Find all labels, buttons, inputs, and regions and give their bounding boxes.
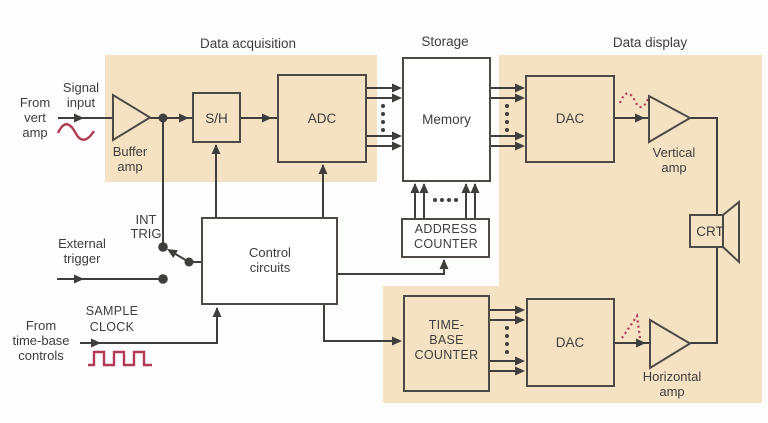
timebase-counter-block (403, 295, 490, 392)
svg-text:CLOCK: CLOCK (90, 320, 135, 334)
external-trigger-label: External trigger (58, 236, 106, 266)
from-vert-amp-label: From vert amp (20, 95, 50, 140)
svg-text:From: From (20, 95, 50, 110)
adc-to-memory-bus (366, 83, 402, 151)
int-trig-label: INT TRIG (130, 212, 161, 241)
timebase-counter-label: TIME- BASE COUNTER (415, 318, 479, 362)
svg-text:External: External (58, 236, 106, 251)
svg-text:amp: amp (117, 159, 142, 174)
sine-wave-icon (56, 123, 96, 141)
svg-text:input: input (67, 95, 96, 110)
svg-text:trigger: trigger (64, 251, 102, 266)
svg-text:COUNTER: COUNTER (415, 348, 479, 362)
dac-vertical-block (525, 75, 615, 163)
dac-vertical-label: DAC (556, 111, 585, 126)
control-circuits-block (201, 217, 338, 305)
svg-text:amp: amp (22, 125, 47, 140)
buffer-amp-triangle (112, 93, 152, 142)
address-counter-block (401, 218, 490, 258)
sample-clock-label: SAMPLE CLOCK (86, 304, 139, 334)
control-circuits-label: Control circuits (249, 245, 291, 275)
svg-text:BASE: BASE (429, 333, 464, 347)
signal-input-label: Signal input (63, 80, 99, 110)
section-title-storage: Storage (421, 34, 468, 49)
memory-label: Memory (422, 112, 471, 127)
section-title-data-display: Data display (613, 35, 688, 50)
memory-to-dac-bus (490, 83, 525, 151)
svg-text:COUNTER: COUNTER (414, 237, 478, 251)
dac-to-vertical-amp-wire (614, 113, 649, 123)
crt-label: CRT (696, 224, 724, 239)
sample-hold-label: S/H (205, 111, 228, 126)
address-counter-to-memory-bus (410, 183, 480, 219)
vertical-amp-triangle (648, 94, 693, 144)
timebase-to-dac-bus (489, 305, 525, 376)
from-timebase-controls-label: From time-base controls (12, 318, 69, 363)
horizontal-amp-label: Horizontal amp (643, 369, 702, 399)
control-to-sh-wire (211, 144, 221, 218)
svg-text:amp: amp (659, 384, 684, 399)
vertical-amp-label: Vertical amp (653, 145, 696, 175)
adc-label: ADC (308, 111, 337, 126)
control-to-adc-wire (318, 164, 328, 218)
external-trigger-wire (57, 274, 168, 284)
section-title-data-acquisition: Data acquisition (200, 36, 296, 51)
vertical-amp-to-crt-wire (690, 117, 718, 215)
svg-text:time-base: time-base (12, 333, 69, 348)
signal-input-wire (58, 113, 113, 123)
svg-text:Signal: Signal (63, 80, 99, 95)
buffer-amp-label: Buffer amp (113, 144, 148, 174)
svg-text:From: From (26, 318, 56, 333)
sh-to-adc-wire (240, 113, 278, 123)
svg-text:controls: controls (18, 348, 64, 363)
dotted-ramp-wave-icon (621, 313, 642, 339)
sample-hold-block (192, 92, 241, 143)
svg-text:ADDRESS: ADDRESS (415, 222, 478, 236)
svg-text:INT: INT (136, 212, 157, 227)
svg-text:Horizontal: Horizontal (643, 369, 702, 384)
horizontal-amp-triangle (649, 318, 692, 370)
horizontal-amp-to-crt-wire (690, 247, 718, 344)
trigger-selector-switch (167, 249, 202, 267)
dac-to-horizontal-amp-wire (614, 338, 650, 348)
svg-text:Control: Control (249, 245, 291, 260)
crt-symbol (689, 199, 740, 265)
svg-text:circuits: circuits (250, 260, 291, 275)
dac-horizontal-label: DAC (556, 335, 585, 350)
sample-clock-wire (80, 307, 222, 348)
control-to-timebase-wire (323, 304, 402, 346)
svg-text:amp: amp (661, 160, 686, 175)
svg-text:TIME-: TIME- (429, 318, 465, 332)
svg-text:SAMPLE: SAMPLE (86, 304, 139, 318)
address-counter-label: ADDRESS COUNTER (414, 222, 478, 251)
svg-text:vert: vert (24, 110, 46, 125)
memory-block (402, 57, 491, 182)
svg-text:TRIG: TRIG (130, 226, 161, 241)
internal-trigger-wire (158, 118, 168, 252)
dac-horizontal-block (526, 298, 615, 387)
svg-text:Buffer: Buffer (113, 144, 148, 159)
square-wave-icon (88, 350, 152, 367)
control-to-address-counter-wire (337, 259, 449, 275)
svg-text:Vertical: Vertical (653, 145, 696, 160)
adc-block (277, 74, 367, 163)
